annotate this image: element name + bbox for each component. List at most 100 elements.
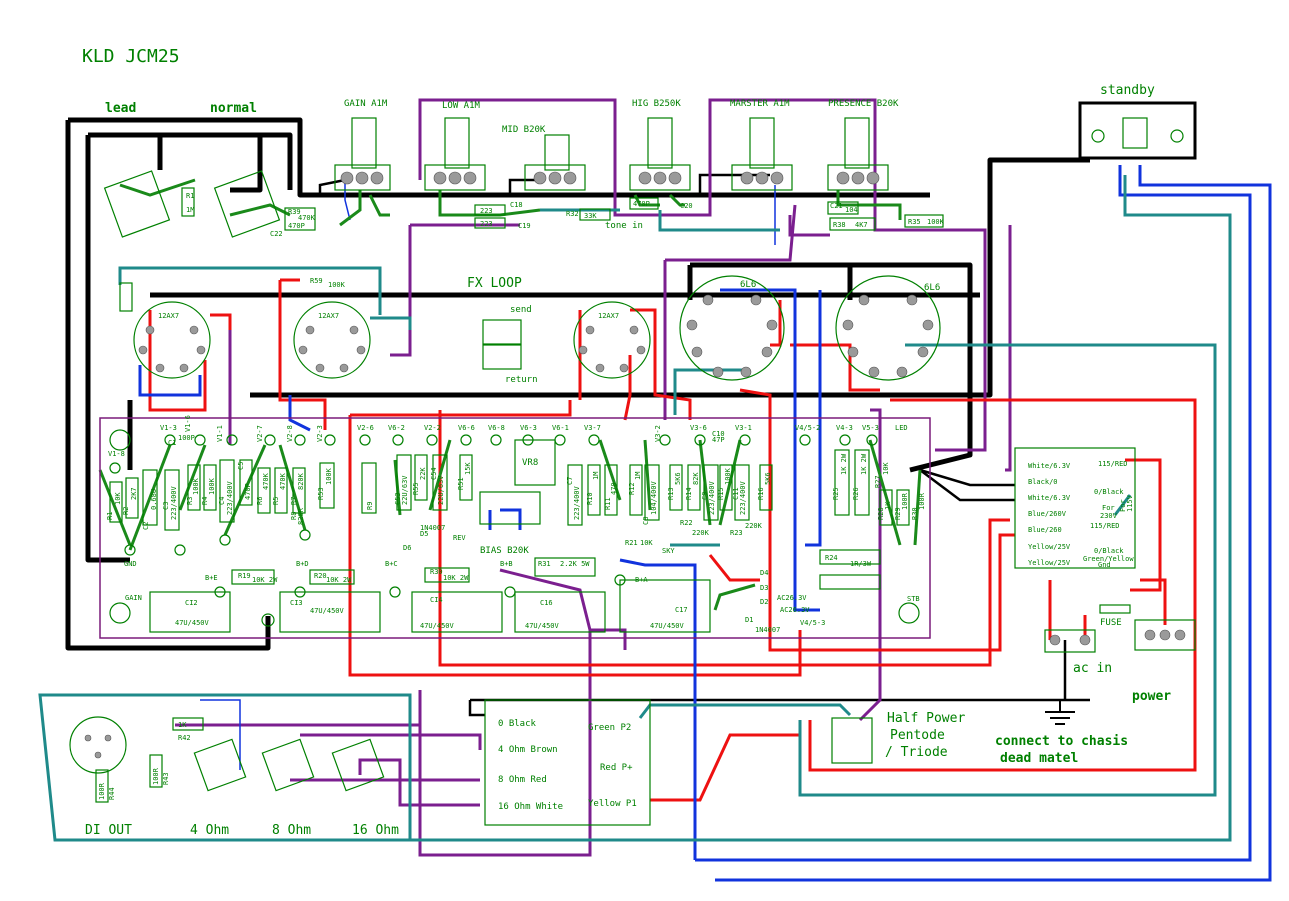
label-c11: C11 (732, 487, 740, 500)
value-r59: 100K (328, 281, 346, 289)
label-r1: R1 (106, 512, 114, 520)
output-jacks: 1K R42 100R R44 100R R43 DI OUT 4 Ohm 8 … (69, 716, 399, 838)
label-r5: R5 (272, 497, 280, 505)
pt-yellow-25v-b: Yellow/25V (1028, 559, 1071, 567)
label-r11: R11 (604, 497, 612, 510)
pin-v3-6: V3-6 (690, 424, 707, 432)
label-r27: R27 (874, 475, 882, 488)
pt-115-red-b: 115/RED (1090, 522, 1120, 530)
pot-low[interactable]: LOW A1M (424, 101, 486, 191)
standby-toggle[interactable] (1122, 117, 1148, 149)
label-r20: R20 (314, 572, 327, 580)
label-r3: R3 (186, 497, 194, 505)
pin-v5-3: V5-3 (862, 424, 879, 432)
label-r2: R2 (122, 507, 130, 515)
label-gain: GAIN (125, 594, 142, 602)
value-r27: 10K (882, 462, 890, 475)
label-r59: R59 (310, 277, 323, 285)
pt-black-0: Black/0 (1028, 478, 1058, 486)
r44-label: R44 (108, 787, 116, 800)
lead-switch[interactable] (103, 170, 171, 238)
board-pads (109, 434, 878, 627)
wires-red (148, 278, 1197, 802)
ot-green-p2: Green P2 (588, 723, 631, 733)
value-r21: 10K (640, 539, 653, 547)
value-r28: 1K (884, 501, 892, 510)
label-vr8: VR8 (522, 458, 538, 468)
label-r22: R22 (680, 519, 693, 527)
pot-mid[interactable]: MID B20K (502, 125, 586, 191)
pin-v6-6: V6-6 (458, 424, 475, 432)
value-r13: 5K6 (674, 472, 682, 485)
pin-v2-7: V2-7 (256, 425, 264, 442)
label-d4: D4 (760, 569, 768, 577)
jack-8-ohm[interactable] (261, 738, 315, 792)
r38-label: R38 (833, 221, 846, 229)
label-r26: R26 (852, 487, 860, 500)
value-r5: 470K (279, 472, 287, 490)
label-ac2: AC26.3V (780, 606, 810, 614)
half-power-switch[interactable]: Half Power Pentode / Triode (831, 711, 965, 764)
label-r8: R8 (290, 512, 298, 520)
power-switch[interactable] (1134, 619, 1196, 651)
label-rev: REV (453, 534, 466, 542)
wires-blue (138, 165, 1272, 882)
value-r8: 820R (297, 507, 305, 525)
c19-value: 223 (480, 220, 493, 228)
label-d2: D2 (760, 598, 768, 606)
pin-v2-6: V2-6 (357, 424, 374, 432)
pin-gnd: GND (124, 560, 137, 568)
fx-return-label: return (505, 375, 538, 385)
normal-switch[interactable] (213, 170, 281, 238)
pt-gnd: Gnd (1098, 561, 1111, 569)
pt-for-115-label: For (1119, 499, 1127, 512)
label-r30: R30 (430, 568, 443, 576)
ot-4-ohm-brown: 4 Ohm Brown (498, 745, 558, 755)
tubes: 12AX7 12AX7 12AX7 6L6 (133, 275, 941, 381)
c20-label: C20 (680, 202, 693, 210)
half-power-toggle[interactable] (831, 717, 873, 764)
standby-switch[interactable]: standby (1078, 83, 1197, 160)
value-r3: 100K (192, 477, 200, 495)
tube-v3-label: 12AX7 (598, 312, 619, 320)
fx-send-jack[interactable] (482, 319, 522, 345)
pot-gain[interactable]: GAIN A1M (334, 99, 391, 191)
r39-label: R39 (288, 208, 301, 216)
pt-blue-260: Blue/260 (1028, 526, 1062, 534)
value-c3: 223/400V (170, 485, 178, 520)
value-c11: 223/400V (739, 480, 747, 515)
pin-v3-7: V3-7 (584, 424, 601, 432)
pot-master[interactable]: MARSTER A1M (730, 99, 793, 191)
label-c16: C16 (540, 599, 553, 607)
label-r19: R19 (238, 572, 251, 580)
ac-in-socket[interactable] (1044, 629, 1096, 653)
pin-v1-1: V1-1 (216, 425, 224, 442)
pt-blue-260v: Blue/260V (1028, 510, 1067, 518)
pt-yellow-25v-a: Yellow/25V (1028, 543, 1071, 551)
label-d3: D3 (760, 584, 768, 592)
pin-v6-8: V6-8 (488, 424, 505, 432)
fx-loop-title: FX LOOP (467, 276, 522, 291)
r43-label: R43 (162, 772, 170, 785)
label-ac1: AC26.3V (777, 594, 807, 602)
label-c1: C1 (168, 439, 176, 447)
fx-return-jack[interactable] (482, 344, 522, 370)
pot-hig[interactable]: HIG B250K (629, 99, 691, 191)
jack-4-ohm[interactable] (193, 738, 247, 792)
channel-switches: lead normal (103, 101, 281, 312)
pin-v1-6: V1-6 (184, 415, 192, 432)
label-c3: C3 (162, 502, 170, 510)
di-out-xlr[interactable] (69, 716, 127, 774)
tube-v4: 6L6 (679, 275, 785, 381)
label-r28: R28 (877, 507, 885, 520)
r44-value: 100R (98, 782, 106, 800)
label-stb: STB (907, 595, 920, 603)
lead-label: lead (105, 101, 136, 116)
label-ci2: CI2 (185, 599, 198, 607)
pt-230v: 230V (1100, 512, 1118, 520)
jack-16-ohm[interactable] (331, 738, 385, 792)
c21-value: 104 (845, 206, 858, 214)
wires-black (65, 117, 1090, 717)
pot-presence[interactable]: PRESENCE B20K (827, 99, 899, 191)
label-r53: R53 (317, 487, 325, 500)
